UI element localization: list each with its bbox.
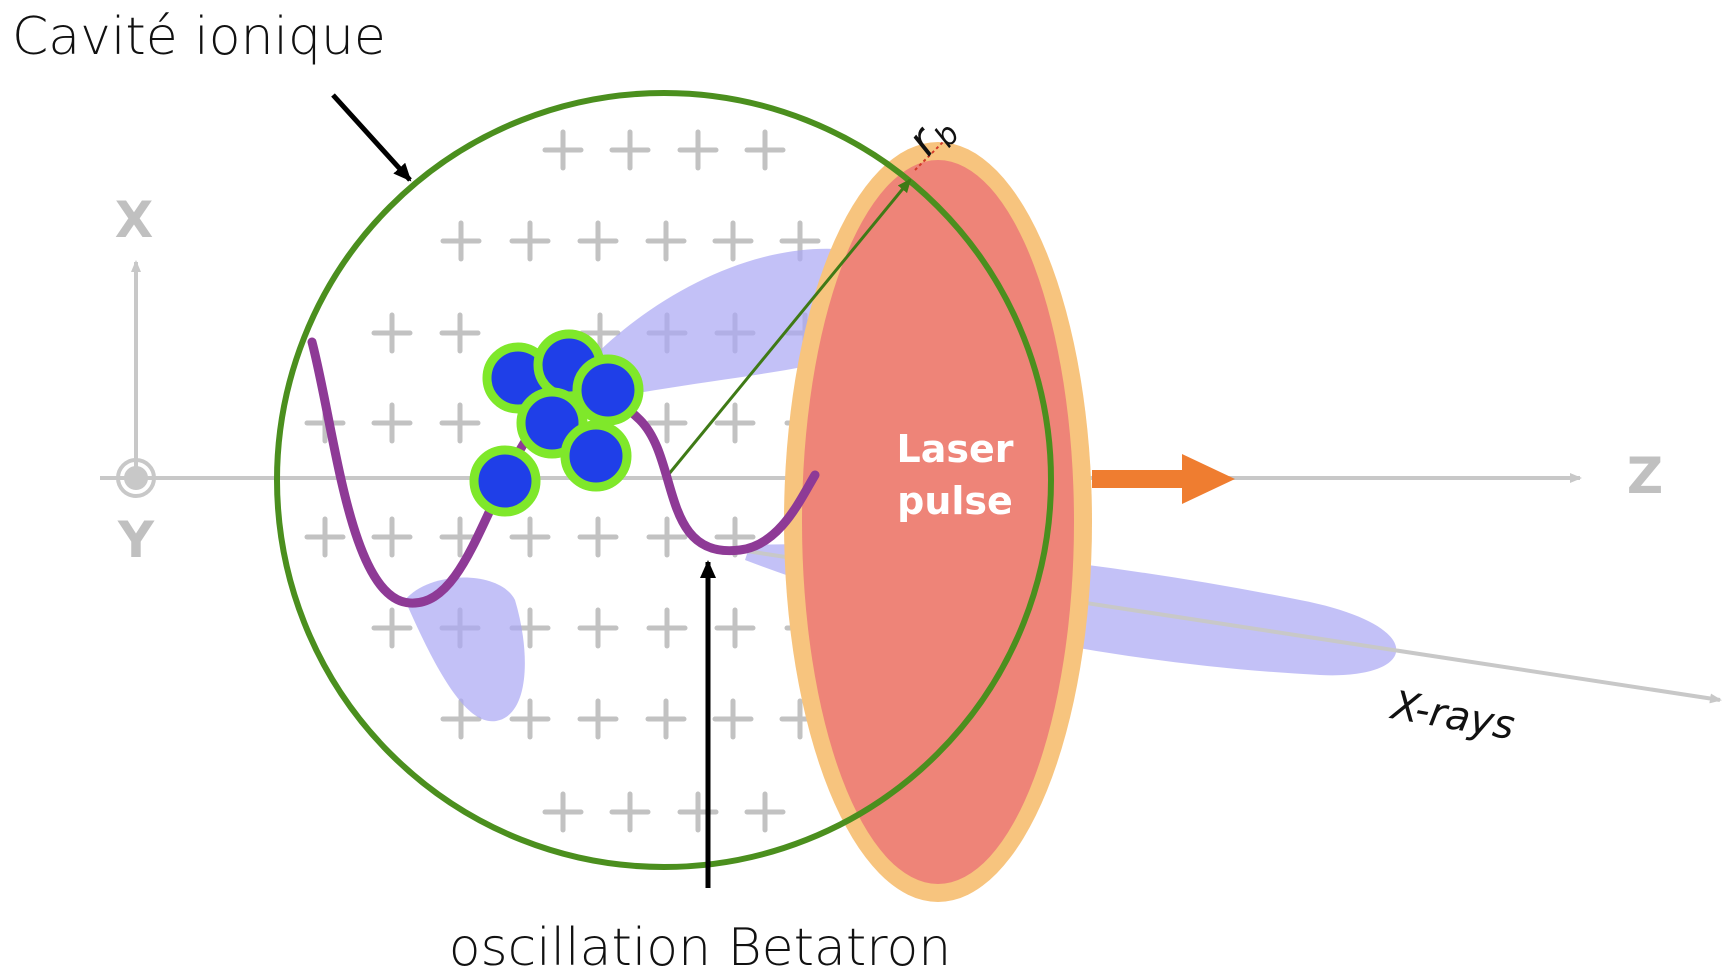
ion-plus	[304, 516, 346, 558]
ion-plus	[646, 607, 688, 649]
ion-plus	[744, 791, 786, 833]
ion-plus	[509, 220, 551, 262]
ion-plus	[645, 698, 687, 740]
cavity-label: Cavité ionique	[12, 7, 386, 67]
ion-plus	[645, 220, 687, 262]
ion-plus	[509, 698, 551, 740]
ion-plus	[542, 791, 584, 833]
ion-plus	[714, 402, 756, 444]
ion-plus	[714, 607, 756, 649]
radiation-lobe-lower	[405, 577, 525, 722]
axis-label-y: Y	[117, 511, 155, 569]
axis-label-z: Z	[1627, 447, 1663, 505]
electron-bunch	[469, 329, 644, 517]
ion-plus	[677, 129, 719, 171]
ion-plus	[440, 698, 482, 740]
ion-plus	[371, 516, 413, 558]
ion-plus	[577, 698, 619, 740]
ion-plus	[577, 220, 619, 262]
ion-plus	[577, 607, 619, 649]
ion-plus	[439, 402, 481, 444]
radius-dash	[914, 139, 946, 171]
cavity-pointer-arrow	[331, 93, 412, 182]
ion-plus	[439, 312, 481, 354]
ion-plus	[371, 402, 413, 444]
ion-plus	[371, 312, 413, 354]
ion-plus	[712, 220, 754, 262]
ion-plus	[440, 220, 482, 262]
ion-plus	[646, 516, 688, 558]
electron	[469, 329, 644, 517]
y-axis-symbol	[116, 458, 156, 498]
ion-plus	[371, 607, 413, 649]
laser-label-line1: Laser	[897, 427, 1014, 471]
ion-cavity	[274, 90, 1054, 870]
ion-plus	[542, 129, 584, 171]
axis-label-x: X	[115, 191, 154, 249]
ion-plus	[609, 129, 651, 171]
radius-arrow	[662, 178, 912, 481]
ion-plus	[609, 791, 651, 833]
laser-label-line2: pulse	[897, 479, 1013, 523]
ion-plus	[646, 402, 688, 444]
oscillation-label: oscillation Betatron	[449, 918, 952, 967]
ion-plus	[744, 129, 786, 171]
ion-plus	[677, 791, 719, 833]
laser-pulse	[784, 142, 1092, 902]
xrays-label: X-rays	[1386, 682, 1518, 749]
propagation-arrow-icon	[1092, 454, 1235, 504]
ion-plus	[509, 516, 551, 558]
ion-plus	[579, 312, 621, 354]
ion-plus	[577, 516, 619, 558]
ion-plus	[439, 516, 481, 558]
ion-plus	[712, 698, 754, 740]
